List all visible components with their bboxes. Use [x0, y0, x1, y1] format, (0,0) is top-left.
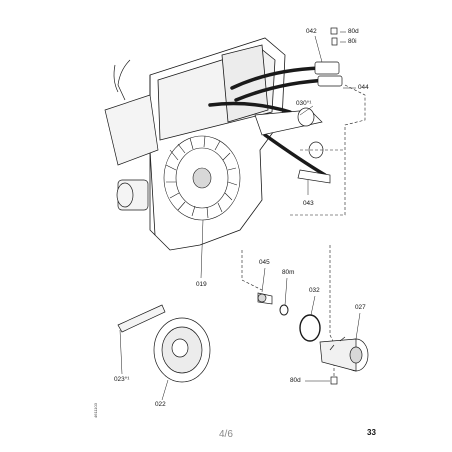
page-code: 33 [367, 428, 376, 437]
side-document-id: 4611103 [93, 403, 98, 418]
label-043: 043 [303, 200, 314, 207]
label-044: 044 [358, 84, 369, 91]
label-80i: 80i [348, 38, 357, 45]
label-027: 027 [355, 304, 366, 311]
label-022: 022 [155, 401, 166, 408]
label-032: 032 [309, 287, 320, 294]
label-80m: 80m [282, 269, 295, 276]
page-number: 4/6 [219, 429, 233, 440]
bracket-023 [117, 304, 166, 333]
oring-032 [299, 314, 321, 342]
motor-assembly [104, 59, 159, 211]
screw-80d-bottom [330, 376, 338, 385]
probe-043 [297, 169, 331, 184]
label-045: 045 [259, 259, 270, 266]
label-023: 023°¹ [114, 376, 130, 383]
label-80d-top: 80d [348, 28, 359, 35]
label-030: 030°¹ [296, 100, 312, 107]
nozzle-045 [257, 292, 273, 305]
mixing-head-027 [319, 336, 369, 372]
label-019: 019 [196, 281, 207, 288]
igniter-030 [254, 107, 324, 159]
label-leaders [119, 31, 361, 401]
oring-80m [279, 304, 289, 316]
fan-wheel [163, 135, 241, 221]
connector-042 [314, 61, 343, 87]
cover-plate-022 [153, 317, 211, 383]
label-80d-bottom: 80d [290, 377, 301, 384]
label-042: 042 [306, 28, 317, 35]
screw-80d-top [330, 27, 338, 46]
